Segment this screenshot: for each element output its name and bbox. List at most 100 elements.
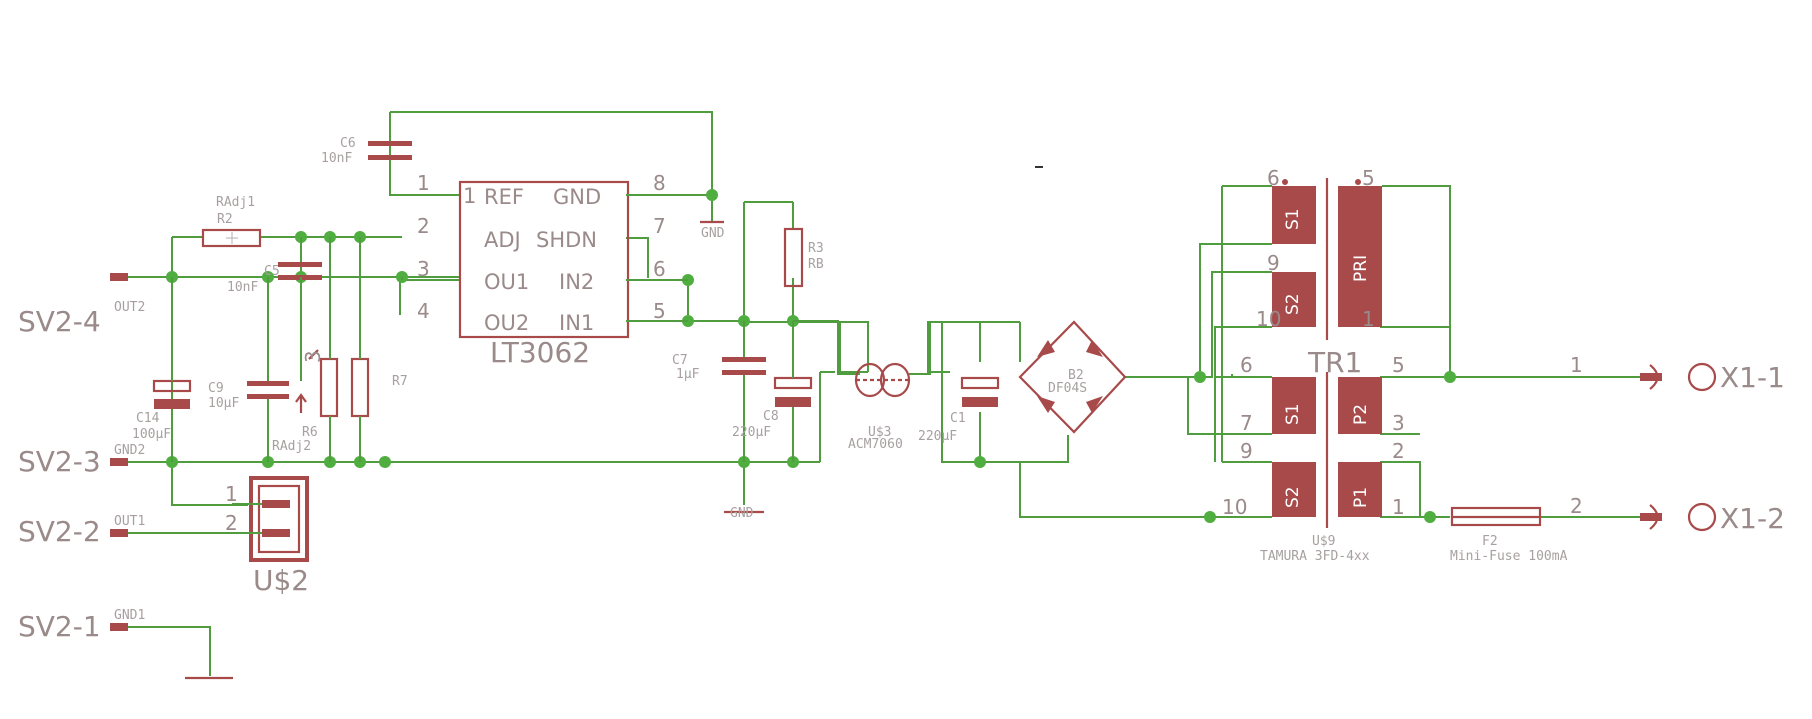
sv2-2-label: SV2-2 — [18, 515, 101, 548]
f2-label: F2 — [1482, 534, 1498, 549]
wires — [122, 111, 1640, 676]
net-gnd-bottom: GND — [730, 506, 754, 521]
ic-ou1: OU1 — [484, 270, 529, 294]
c5-label: C5 — [264, 264, 280, 279]
c1-value: 220µF — [918, 429, 957, 444]
us2-pin1: 1 — [225, 482, 238, 506]
us9-pin3: 3 — [1392, 411, 1405, 435]
ic-pin1-inner: 1 — [463, 184, 476, 208]
ic-pin8: 8 — [653, 171, 666, 195]
tr1-s1: S1 — [1283, 208, 1303, 230]
capacitor-c9: C9 10µF — [208, 381, 289, 411]
capacitor-c1: C1 220µF — [918, 376, 1000, 444]
f2-value: Mini-Fuse 100mA — [1450, 549, 1568, 564]
ic-in1: IN1 — [559, 311, 594, 335]
us9-pin9: 9 — [1240, 439, 1253, 463]
connector-sv2: SV2-4 SV2-3 SV2-2 SV2-1 OUT2 GND2 OUT1 G… — [18, 273, 248, 643]
transformer-tr1: S1 S2 PRI 6 5 9 10 1 TR1 — [1256, 166, 1382, 379]
tr1-s2: S2 — [1283, 293, 1303, 315]
us9-s1: S1 — [1283, 403, 1303, 425]
c7-label: C7 — [672, 353, 688, 368]
tr1-pin10: 10 — [1256, 307, 1281, 331]
capacitor-c6: C6 10nF — [321, 112, 412, 195]
ic-pin5: 5 — [653, 299, 666, 323]
transformer-us9: S1 S2 P2 P1 6 5 7 3 9 2 10 1 U$9 TAMURA … — [1222, 353, 1405, 564]
c9-value: 10µF — [208, 396, 239, 411]
us9-value: TAMURA 3FD-4xx — [1260, 549, 1370, 564]
c6-value: 10nF — [321, 151, 352, 166]
tr1-label: TR1 — [1307, 346, 1362, 379]
us3-value: ACM7060 — [848, 437, 903, 452]
sv2-3-label: SV2-3 — [18, 445, 101, 478]
net-out2: OUT2 — [114, 300, 145, 315]
ic-lt3062: 1 REF GND ADJ SHDN OU1 IN2 OU2 IN1 1 2 3… — [417, 171, 666, 369]
resistor-r6-radj2: 3 R6 RAdj2 — [272, 349, 339, 454]
us2-label: U$2 — [253, 564, 309, 597]
us9-label: U$9 — [1312, 534, 1335, 549]
capacitor-c7: C7 1µF — [672, 321, 766, 462]
c1-label: C1 — [950, 411, 966, 426]
b2-label: B2 — [1068, 368, 1084, 383]
resistor-r2: R2 RAdj1 — [201, 195, 262, 248]
ic-pin7: 7 — [653, 214, 666, 238]
tr1-pin5: 5 — [1362, 166, 1375, 190]
radj2-label: RAdj2 — [272, 439, 311, 454]
r7-label: R7 — [392, 374, 408, 389]
ic-name: LT3062 — [490, 336, 590, 369]
c7-value: 1µF — [676, 367, 700, 382]
r6-label: R6 — [302, 425, 318, 440]
us9-p2: P2 — [1351, 404, 1371, 425]
sv2-4-label: SV2-4 — [18, 305, 101, 338]
ic-ref: REF — [484, 185, 524, 209]
us9-p1: P1 — [1351, 487, 1371, 508]
ic-pin1: 1 — [417, 171, 430, 195]
bridge-rectifier-b2: B2 DF04S — [1018, 320, 1127, 434]
capacitor-c14: C14 100µF — [132, 379, 192, 442]
ic-ou2: OU2 — [484, 311, 529, 335]
net-gnd2: GND2 — [114, 443, 145, 458]
ic-pin4: 4 — [417, 299, 430, 323]
tr1-pin6: 6 — [1267, 166, 1280, 190]
us3-label: U$3 — [868, 425, 891, 440]
ic-pin2: 2 — [417, 214, 430, 238]
c9-label: C9 — [208, 381, 224, 396]
resistor-r3: R3 RB — [783, 227, 824, 288]
b2-value: DF04S — [1048, 381, 1087, 396]
ic-pin3: 3 — [417, 257, 430, 281]
us9-pin1: 1 — [1392, 495, 1405, 519]
c5-value: 10nF — [227, 280, 258, 295]
r3-label: R3 — [808, 241, 824, 256]
connector-x1: 1 2 X1-1 X1-2 — [1570, 353, 1785, 535]
ic-adj: ADJ — [484, 228, 521, 252]
us9-pin6: 6 — [1240, 353, 1253, 377]
c14-value: 100µF — [132, 427, 171, 442]
tr1-pin9: 9 — [1267, 251, 1280, 275]
c8-value: 220µF — [732, 425, 771, 440]
c14-label: C14 — [136, 411, 160, 426]
x1-pin2: 2 — [1570, 494, 1583, 518]
radj1-label: RAdj1 — [216, 195, 255, 210]
us9-pin7: 7 — [1240, 411, 1253, 435]
c6-label: C6 — [340, 136, 356, 151]
ic-pin6: 6 — [653, 257, 666, 281]
r6-pin3: 3 — [301, 350, 325, 363]
c8-label: C8 — [763, 409, 779, 424]
ic-gnd: GND — [553, 185, 601, 209]
us9-pin5: 5 — [1392, 353, 1405, 377]
x1-2-label: X1-2 — [1720, 502, 1785, 535]
ic-in2: IN2 — [559, 270, 594, 294]
x1-pin1: 1 — [1570, 353, 1583, 377]
net-out1: OUT1 — [114, 514, 145, 529]
net-gnd1: GND1 — [114, 608, 145, 623]
choke-us3: U$3 ACM7060 — [793, 320, 931, 452]
us9-pin2: 2 — [1392, 439, 1405, 463]
x1-1-label: X1-1 — [1720, 361, 1785, 394]
r2-label: R2 — [217, 212, 233, 227]
ic-shdn: SHDN — [536, 228, 597, 252]
capacitor-c8: C8 220µF — [732, 321, 813, 462]
us9-s2: S2 — [1283, 486, 1303, 508]
us2-pin2: 2 — [225, 511, 238, 535]
us9-pin10: 10 — [1222, 495, 1247, 519]
sv2-1-label: SV2-1 — [18, 610, 101, 643]
